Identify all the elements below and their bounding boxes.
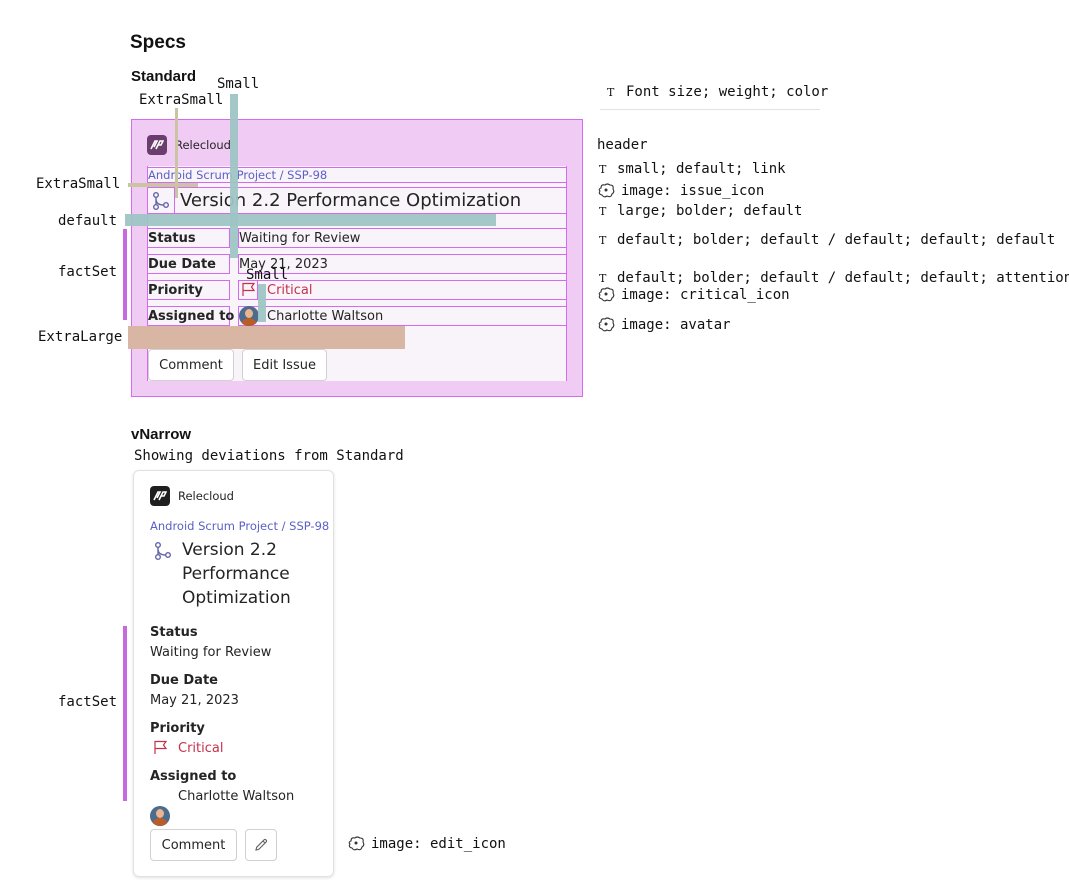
- image-style-icon: [348, 836, 365, 851]
- issue-title: Version 2.2 Performance Optimization: [180, 190, 522, 211]
- fact-label-due-date: Due Date: [150, 673, 218, 688]
- fact-value-cell: [238, 306, 567, 326]
- spacing-small-vertical-marker: [230, 94, 238, 258]
- label-default: default: [58, 213, 118, 229]
- label-extralarge: ExtraLarge: [38, 329, 123, 345]
- label-small-mid: Small: [246, 267, 289, 283]
- title-row-cell: [147, 187, 567, 214]
- spacing-small-column-marker: [258, 284, 266, 322]
- legend-line-edit-icon: image: edit_icon: [371, 836, 506, 852]
- breadcrumb-cell: [147, 167, 567, 183]
- issue-icon-cell: [147, 187, 175, 214]
- fact-value-cell: [238, 228, 567, 248]
- fact-label-cell: [147, 280, 230, 300]
- legend-line-critical-icon: image: critical_icon: [621, 287, 790, 303]
- fact-label-due-date: Due Date: [148, 257, 216, 272]
- fact-label-status: Status: [148, 231, 196, 246]
- fact-label-assigned-to: Assigned to: [148, 309, 235, 324]
- fact-label-priority: Priority: [150, 721, 205, 736]
- fact-value-cell: [238, 254, 567, 274]
- factset-bracket: [123, 626, 127, 801]
- spacing-extralarge-marker: [128, 326, 405, 349]
- label-factset: factSet: [58, 264, 118, 280]
- relecloud-logo-icon: [150, 486, 170, 506]
- issue-title-line-3: Optimization: [182, 588, 291, 608]
- legend-line-priority: default; bolder; default / default; defa…: [617, 270, 1069, 286]
- app-name: Relecloud: [175, 138, 231, 152]
- legend-line-issue-icon: image: issue_icon: [621, 183, 765, 199]
- fact-value-status: Waiting for Review: [239, 231, 361, 246]
- legend-line-facts: default; bolder; default / default; defa…: [617, 232, 1056, 248]
- image-style-icon: [598, 317, 615, 332]
- page-title: Specs: [130, 32, 186, 53]
- issue-title-line-2: Performance: [182, 564, 290, 584]
- avatar: [150, 806, 170, 826]
- fact-value-priority: Critical: [178, 741, 224, 756]
- breadcrumb-link[interactable]: Android Scrum Project / SSP-98: [150, 519, 330, 533]
- avatar: [239, 306, 259, 326]
- fact-value-assigned-to: Charlotte Waltson: [267, 309, 384, 324]
- fact-label-cell: [147, 306, 230, 326]
- fact-value-status: Waiting for Review: [150, 645, 272, 660]
- fact-label-cell: [147, 254, 230, 274]
- spacing-default-marker: [125, 214, 496, 226]
- text-style-icon: T: [599, 272, 607, 285]
- legend-line-avatar: image: avatar: [621, 317, 731, 333]
- fact-label-assigned-to: Assigned to: [150, 769, 237, 784]
- fact-label-cell: [147, 228, 230, 248]
- label-extrasmall-top: ExtraSmall: [139, 92, 224, 108]
- legend-line-title: large; bolder; default: [617, 203, 803, 219]
- label-extrasmall-left: ExtraSmall: [36, 176, 121, 192]
- issue-icon: [153, 192, 169, 210]
- pencil-icon: [255, 838, 268, 851]
- app-name: Relecloud: [178, 489, 234, 503]
- label-small-top: Small: [217, 76, 260, 92]
- fact-label-status: Status: [150, 625, 198, 640]
- fact-value-priority: Critical: [267, 283, 313, 298]
- critical-flag-icon: [242, 282, 256, 296]
- issue-title-line-1: Version 2.2: [182, 540, 277, 560]
- fact-value-assigned-to: Charlotte Waltson: [178, 789, 295, 804]
- standard-heading: Standard: [131, 68, 197, 85]
- fact-label-priority: Priority: [148, 283, 203, 298]
- relecloud-logo-icon: [147, 135, 167, 155]
- spacing-extrasmall-horizontal-marker: [128, 183, 198, 187]
- label-factset: factSet: [58, 694, 118, 710]
- edit-issue-button[interactable]: Edit Issue: [242, 349, 327, 381]
- text-style-icon: T: [599, 205, 607, 218]
- legend-line-breadcrumb: small; default; link: [617, 161, 786, 177]
- fact-value-due-date: May 21, 2023: [150, 693, 239, 708]
- factset-bracket: [123, 229, 127, 320]
- image-style-icon: [598, 287, 615, 302]
- issue-icon: [155, 542, 171, 560]
- legend-header-label: header: [597, 137, 648, 153]
- image-style-icon: [598, 183, 615, 198]
- text-style-icon: T: [607, 86, 615, 99]
- text-style-icon: T: [599, 234, 607, 247]
- critical-flag-icon: [154, 740, 168, 754]
- edit-icon-button[interactable]: [245, 829, 277, 861]
- comment-button[interactable]: Comment: [148, 349, 234, 381]
- vnarrow-heading: vNarrow: [131, 426, 192, 443]
- fact-value-due-date: May 21, 2023: [239, 257, 328, 272]
- comment-button[interactable]: Comment: [150, 829, 237, 861]
- vnarrow-subheading: Showing deviations from Standard: [134, 448, 404, 464]
- legend-header-row: Font size; weight; color: [626, 84, 829, 100]
- legend-divider: [600, 109, 820, 110]
- spacing-extrasmall-vertical-marker: [175, 108, 178, 198]
- text-style-icon: T: [599, 163, 607, 176]
